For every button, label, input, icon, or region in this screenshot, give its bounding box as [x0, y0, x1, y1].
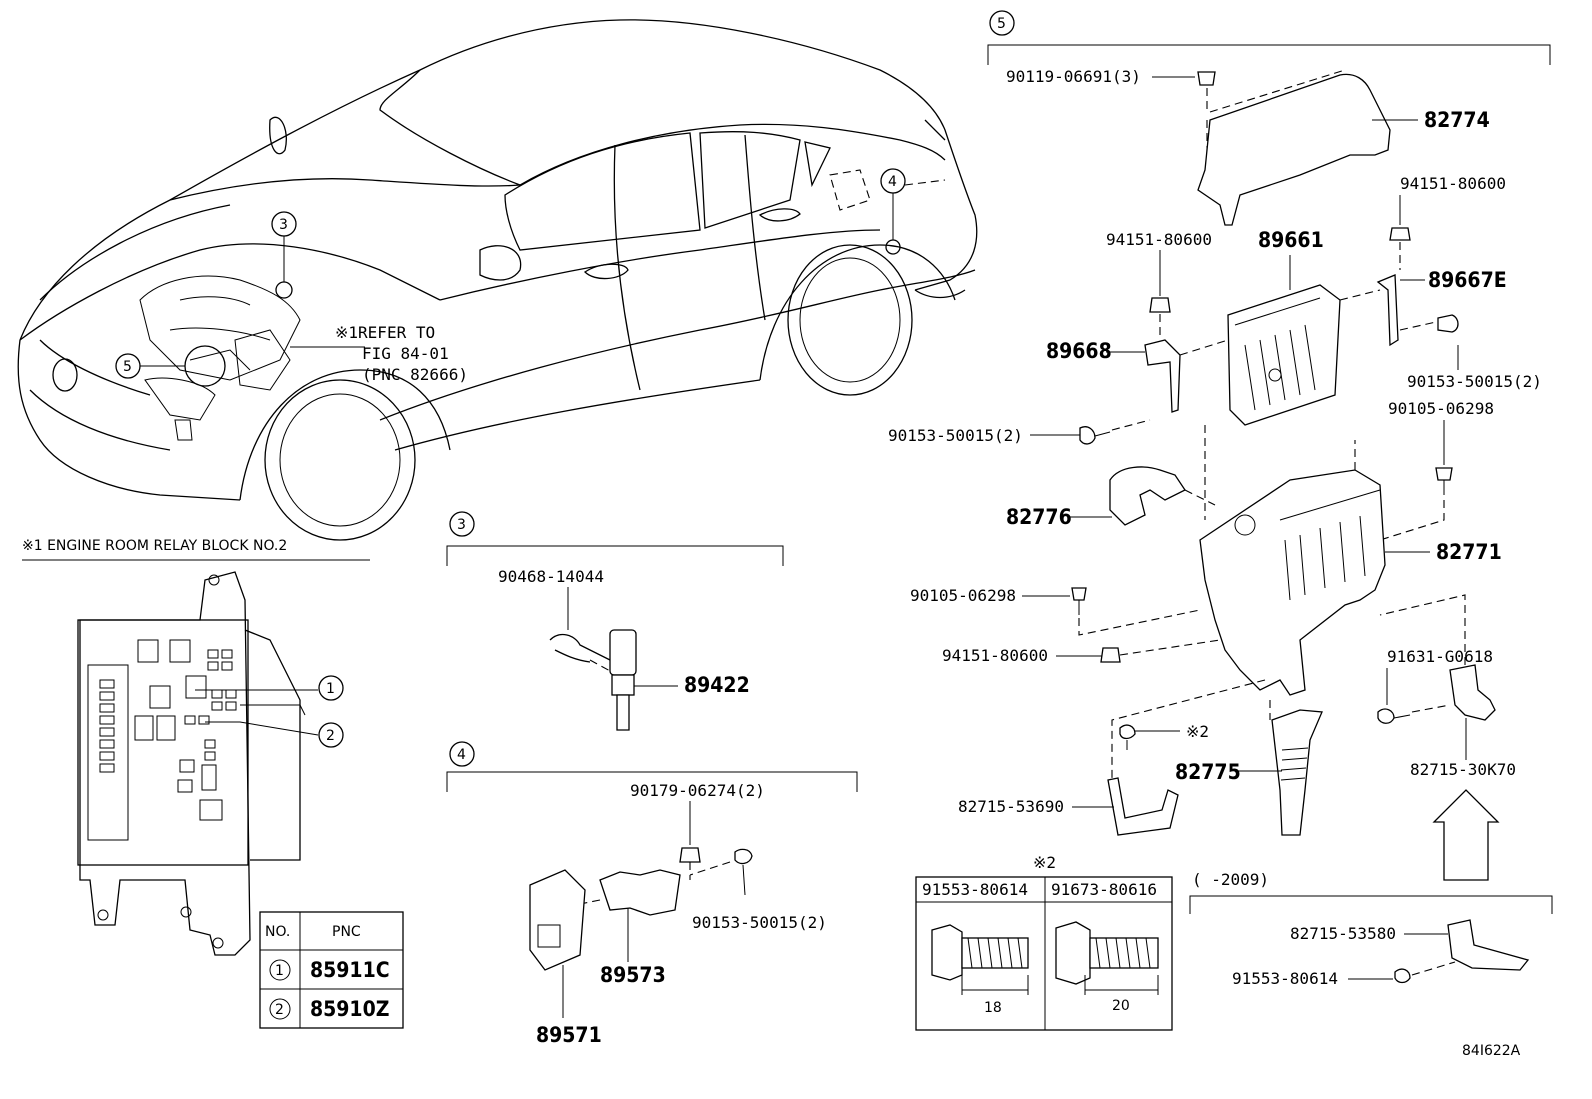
part-82715-30K70: 82715-30K70: [1410, 760, 1516, 779]
pnc-row1-no: 1: [275, 963, 284, 979]
svg-text:3: 3: [457, 517, 466, 533]
svg-text:(PNC 82666): (PNC 82666): [362, 365, 468, 384]
part-89571: 89571: [536, 1023, 602, 1047]
svg-text:FIG 84-01: FIG 84-01: [362, 344, 449, 363]
variant-section: ( -2009) 82715-53580 91553-80614: [1189, 789, 1553, 988]
part-82776: 82776: [1006, 505, 1072, 529]
bolt-table-title: ※2: [1033, 853, 1056, 872]
part-ref2-screw: ※2: [1186, 722, 1209, 741]
bolt-table: ※2 91553-80614 91673-80616 18 20: [915, 853, 1173, 1031]
part-90153-50015-right: 90153-50015(2): [1407, 372, 1542, 391]
svg-text:2: 2: [326, 728, 335, 744]
pnc-row1-pnc: 85911C: [310, 958, 390, 982]
part-90468-14044: 90468-14044: [498, 567, 604, 586]
part-94151-80600-c: 94151-80600: [942, 646, 1048, 665]
svg-text:3: 3: [279, 217, 288, 233]
up-arrow-icon: [1432, 789, 1500, 881]
part-82774: 82774: [1424, 108, 1490, 132]
part-89667E: 89667E: [1428, 268, 1507, 292]
part-89573: 89573: [600, 963, 666, 987]
part-91553-80614-variant: 91553-80614: [1232, 969, 1338, 988]
relay-block-title: ※1 ENGINE ROOM RELAY BLOCK NO.2: [22, 538, 287, 554]
part-90105-06298-right: 90105-06298: [1388, 399, 1494, 418]
part-82775: 82775: [1175, 760, 1241, 784]
svg-text:4: 4: [888, 174, 897, 190]
part-89661: 89661: [1258, 228, 1324, 252]
svg-text:5: 5: [997, 16, 1006, 32]
pnc-row2-pnc: 85910Z: [310, 997, 389, 1021]
part-94151-80600-b: 94151-80600: [1106, 230, 1212, 249]
pnc-table: NO. PNC 1 85911C 2 85910Z: [259, 911, 404, 1029]
bolt-length-2: 20: [1112, 998, 1130, 1014]
bolt-header-1: 91553-80614: [922, 880, 1028, 899]
part-94151-80600-a: 94151-80600: [1400, 174, 1506, 193]
car-illustration: [17, 19, 978, 541]
figure-id: 84I622A: [1462, 1043, 1521, 1059]
svg-text:5: 5: [123, 359, 132, 375]
refer-note: ※1REFER TO FIG 84-01 (PNC 82666): [290, 323, 468, 384]
svg-text:1: 1: [326, 681, 335, 697]
relay-callout-2: 2: [318, 722, 344, 748]
part-90179-06274: 90179-06274(2): [630, 781, 765, 800]
relay-block-section: ※1 ENGINE ROOM RELAY BLOCK NO.2: [22, 538, 370, 956]
part-89422: 89422: [684, 673, 750, 697]
car-callout-3: 3: [271, 211, 297, 299]
part-82715-53580: 82715-53580: [1290, 924, 1396, 943]
svg-text:4: 4: [457, 747, 466, 763]
part-90119-06691: 90119-06691(3): [1006, 67, 1141, 86]
svg-text:※1REFER TO: ※1REFER TO: [335, 323, 435, 342]
part-90153-50015-left: 90153-50015(2): [888, 426, 1023, 445]
relay-callout-1: 1: [318, 675, 344, 701]
pnc-header-no: NO.: [265, 924, 290, 940]
variant-note: ( -2009): [1192, 870, 1269, 889]
bolt-length-1: 18: [984, 1000, 1002, 1016]
car-callout-4: 4: [880, 168, 906, 255]
pnc-header-pnc: PNC: [332, 924, 361, 940]
group-3: 3 90468-14044 89422: [446, 511, 784, 731]
group-4: 4 90179-06274(2) 90153-50015(2) 89573 89…: [446, 741, 858, 1047]
group-5: 5 90119-06691(3) 82774 94151-80600 94151…: [888, 10, 1551, 836]
bolt-header-2: 91673-80616: [1051, 880, 1157, 899]
car-callout-5: 5: [115, 345, 226, 387]
part-82715-53690: 82715-53690: [958, 797, 1064, 816]
part-90153-50015-g4: 90153-50015(2): [692, 913, 827, 932]
part-89668: 89668: [1046, 339, 1112, 363]
part-91631-G0618: 91631-G0618: [1387, 647, 1493, 666]
pnc-row2-no: 2: [275, 1002, 284, 1018]
part-90105-06298-left: 90105-06298: [910, 586, 1016, 605]
part-82771: 82771: [1436, 540, 1502, 564]
